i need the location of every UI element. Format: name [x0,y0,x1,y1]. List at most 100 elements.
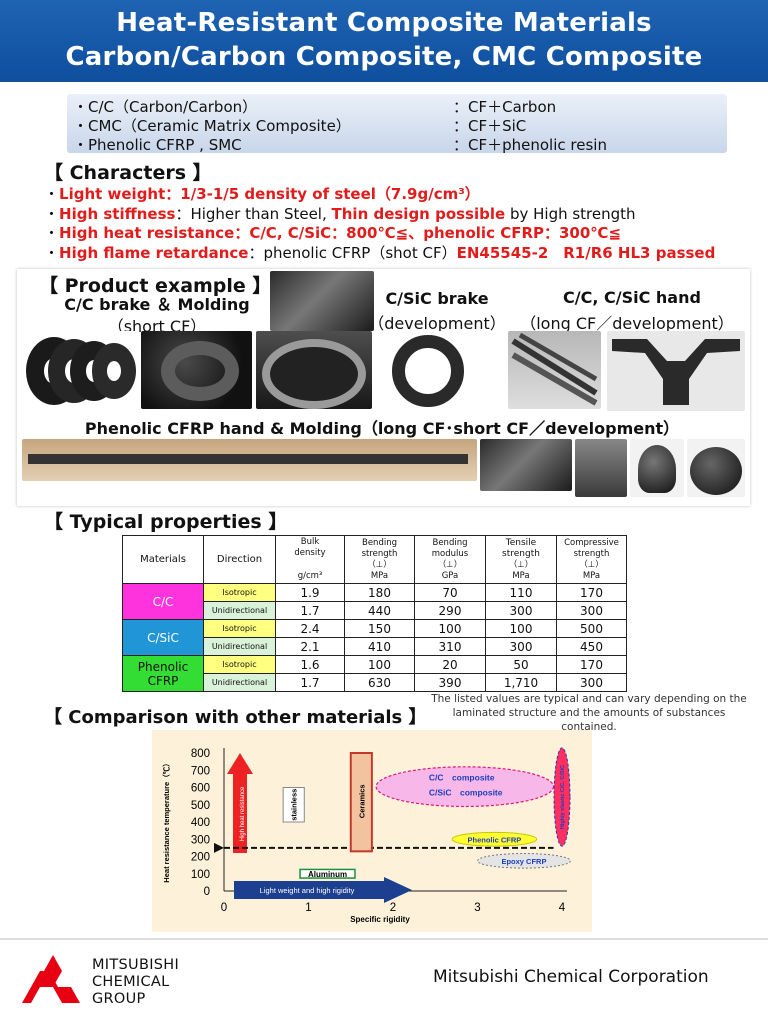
value-cell: 500 [556,619,627,638]
materials-box: ・C/C（Carbon/Carbon） ：CF＋Carbon ・CMC（Cera… [67,94,727,154]
header-unit: MPa [370,570,389,581]
molding-ring [262,339,366,409]
value-cell: 100 [414,619,486,638]
y-tick-label: 100 [191,869,210,881]
y-tick-label: 200 [191,852,210,864]
cc-hand-photo [607,331,745,411]
character-item: ・High stiffness：Higher than Steel, Thin … [44,205,636,223]
header-unit: MPa [512,570,530,581]
value-cell: 100 [344,655,415,674]
highly-elastic-region [553,747,571,847]
value-cell: 110 [485,583,557,602]
high-heat-arrow: High heat resistance [227,753,253,853]
value-cell: 70 [414,583,486,602]
csic-brake-photo [388,331,468,409]
x-tick-label: 3 [474,902,480,914]
x-tick-label: 1 [305,902,311,914]
y-tick-label: 400 [191,817,210,829]
ceramics-label: Ceramics [357,784,366,818]
header-compressive-strength: Compressive strength （⊥） MPa [556,535,627,584]
header-text: Bending modulus [431,537,469,559]
value-cell: 20 [414,655,486,674]
csic-hand-bars-photo [508,331,601,409]
header-materials: Materials [122,535,204,584]
char-red: EN45545-2 R1/R6 HL3 passed [456,244,716,262]
char-red: High flame retardance [59,244,249,262]
x-tick-label: 0 [221,902,227,914]
product-example-title: 【 Product example 】 [39,275,272,297]
char-red: High stiffness [59,205,176,223]
direction-cell: Isotropic [203,655,276,674]
char-red: Thin design possible [331,205,506,223]
light-weight-arrow: Light weight and high rigidity [234,877,412,903]
header-tensile-strength: Tensile strength （⊥） MPa [485,535,557,584]
brand-line-3: GROUP [92,991,146,1007]
character-item: ・High heat resistance：C/C, C/SiC：800℃≦、p… [44,224,622,242]
product-example-panel: 【 Product example 】 C/C brake ＆ Molding … [17,269,750,506]
title-line-2: Carbon/Carbon Composite, CMC Composite [65,42,703,72]
header-bulk-density: Bulk density g/cm³ [275,535,345,584]
typical-properties-title: 【 Typical properties 】 [44,511,288,533]
char-text: ：Higher than Steel, [175,205,332,223]
brand-line-2: CHEMICAL [92,974,170,990]
dome-shape [690,447,742,495]
header-symbol: （⊥） [508,559,534,570]
cc-molding-photo [256,331,372,409]
epoxy-cfrp-label: Epoxy CFRP [501,857,546,866]
header-unit: GPa [441,570,459,581]
characters-title: 【 Characters 】 [44,162,212,184]
material-composition: ：CF＋phenolic resin [453,136,607,154]
value-cell: 300 [556,601,627,620]
x-tick-label: 4 [559,902,566,914]
properties-note: The listed values are typical and can va… [431,693,747,733]
char-red: High heat resistance：C/C, C/SiC：800℃≦、ph… [59,224,622,242]
material-composition: ：CF＋Carbon [453,98,557,116]
csic-label-line1: C/SiC brake [385,289,489,308]
brake-ring [161,341,239,401]
title-line-1: Heat-Resistant Composite Materials [116,8,652,38]
value-cell: 100 [485,619,557,638]
aluminum-label: Aluminum [308,870,347,879]
header-text: Tensile strength [502,537,540,559]
threshold-arrow-head [214,842,224,853]
hand-label-line1: C/C, C/SiC hand [563,288,701,307]
highly-elastic-label: Highly elastic C/C, C/SiC [560,765,566,829]
y-tick-label: 0 [204,886,210,898]
header-text: Bulk density [294,537,326,558]
brake-discs-graphic [26,337,136,405]
material-composition: ：CF＋SiC [453,117,527,135]
phenolic-hand-bar [28,454,468,464]
mitsubishi-logo [22,955,80,1003]
cc-brake-photo [141,331,252,409]
value-cell: 390 [414,673,486,692]
value-cell: 1.7 [275,673,345,692]
header-symbol: （⊥） [367,559,392,570]
header-text: Compressive strength [564,537,619,559]
character-item: ・High flame retardance：phenolic CFRP（sho… [44,244,716,262]
properties-table: Materials Direction Bulk density g/cm³ B… [122,535,627,692]
value-cell: 1.9 [275,583,345,602]
material-line: Phenolic [137,659,189,674]
y-tick-label: 800 [191,748,210,760]
header-bending-modulus: Bending modulus （⊥） GPa [414,535,486,584]
phenolic-cone-photo [630,439,684,497]
header-unit: MPa [582,570,601,581]
value-cell: 300 [485,637,557,656]
comparison-chart: Heat resistance temperature（℃） Specific … [152,730,592,932]
value-cell: 410 [344,637,415,656]
cc-block-photo [270,271,374,331]
phenolic-label: Phenolic CFRP hand & Molding（long CF･sho… [84,419,680,438]
brand-line-1: MITSUBISHI [92,957,180,973]
material-cell-phenolic: Phenolic CFRP [122,655,204,692]
cc-csic-region [375,766,555,808]
char-red: Light weight：1/3-1/5 density of steel（7.… [59,185,480,203]
value-cell: 50 [485,655,557,674]
material-name: ・C/C（Carbon/Carbon） [73,98,258,116]
phenolic-cfrp-label: Phenolic CFRP [468,835,522,844]
character-item: ・Light weight：1/3-1/5 density of steel（7… [44,185,480,203]
page-header: Heat-Resistant Composite Materials Carbo… [0,0,768,82]
value-cell: 450 [556,637,627,656]
comparison-chart-svg: Heat resistance temperature（℃） Specific … [161,747,571,924]
comparison-title: 【 Comparison with other materials 】 [44,707,427,728]
value-cell: 180 [344,583,415,602]
